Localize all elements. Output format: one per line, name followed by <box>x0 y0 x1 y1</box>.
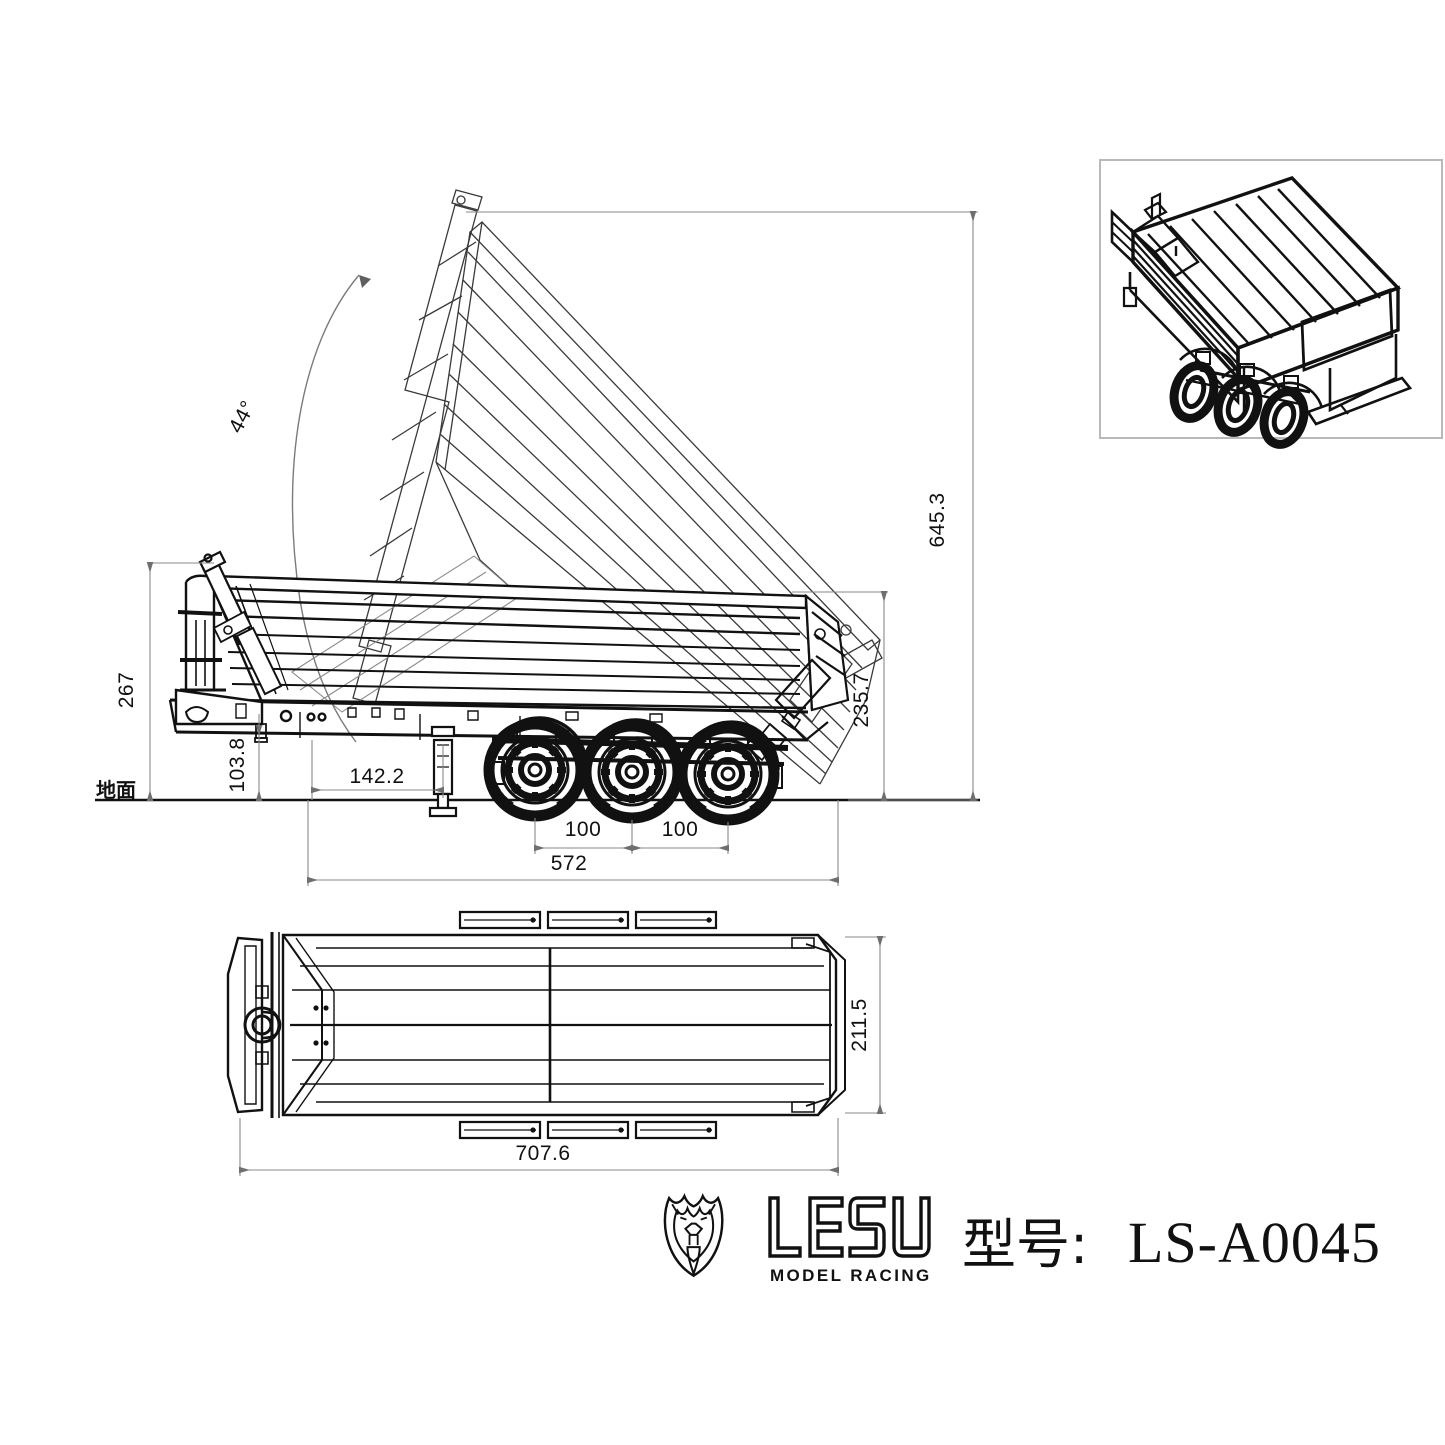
dim-text-211: 211.5 <box>848 998 871 1052</box>
side-elevation-group: 645.3 267 235.7 103.8 142.2 100 100 572 … <box>95 189 980 886</box>
dim-axle-spacing <box>533 818 730 854</box>
dim-text-axle-1: 100 <box>565 818 602 841</box>
plan-dimensions <box>238 935 886 1176</box>
dim-645 <box>466 210 978 802</box>
dim-text-235: 235.7 <box>850 672 873 727</box>
tailgate-assembly <box>744 593 850 762</box>
dim-text-267: 267 <box>115 672 138 709</box>
chassis-frame <box>168 688 809 743</box>
brand-tagline: MODEL RACING <box>770 1266 932 1285</box>
dim-text-axle-2: 100 <box>662 818 699 841</box>
angle-label: 44° <box>224 397 260 437</box>
isometric-view <box>1099 159 1443 449</box>
dim-142 <box>310 740 445 800</box>
plan-mudguards <box>458 910 718 1140</box>
title-block: MODEL RACING 型号: LS-A0045 <box>663 1193 1381 1285</box>
dim-572 <box>306 800 840 886</box>
trailer-body <box>211 574 814 711</box>
dim-211 <box>845 935 886 1115</box>
plan-view-group: 211.5 707.6 <box>226 910 886 1176</box>
brand-wordmark <box>768 1196 931 1258</box>
dim-235 <box>792 590 888 802</box>
dim-text-103: 103.8 <box>226 737 249 792</box>
lion-head-icon <box>663 1193 724 1278</box>
dim-text-572: 572 <box>551 852 588 875</box>
tipped-body-phantom <box>291 189 883 785</box>
dim-267 <box>146 561 214 802</box>
ground-label: 地面 <box>96 778 136 802</box>
dim-text-707: 707.6 <box>515 1142 570 1165</box>
iso-wheels <box>1169 361 1309 449</box>
model-number: LS-A0045 <box>1128 1210 1381 1275</box>
headboard-frame <box>177 574 226 692</box>
dim-text-645: 645.3 <box>926 492 949 547</box>
dim-707 <box>238 1118 840 1176</box>
model-prefix: 型号: <box>962 1213 1088 1276</box>
hydraulic-cylinder <box>198 550 283 696</box>
dim-text-142: 142.2 <box>349 765 404 788</box>
side-dimensions <box>146 210 978 886</box>
